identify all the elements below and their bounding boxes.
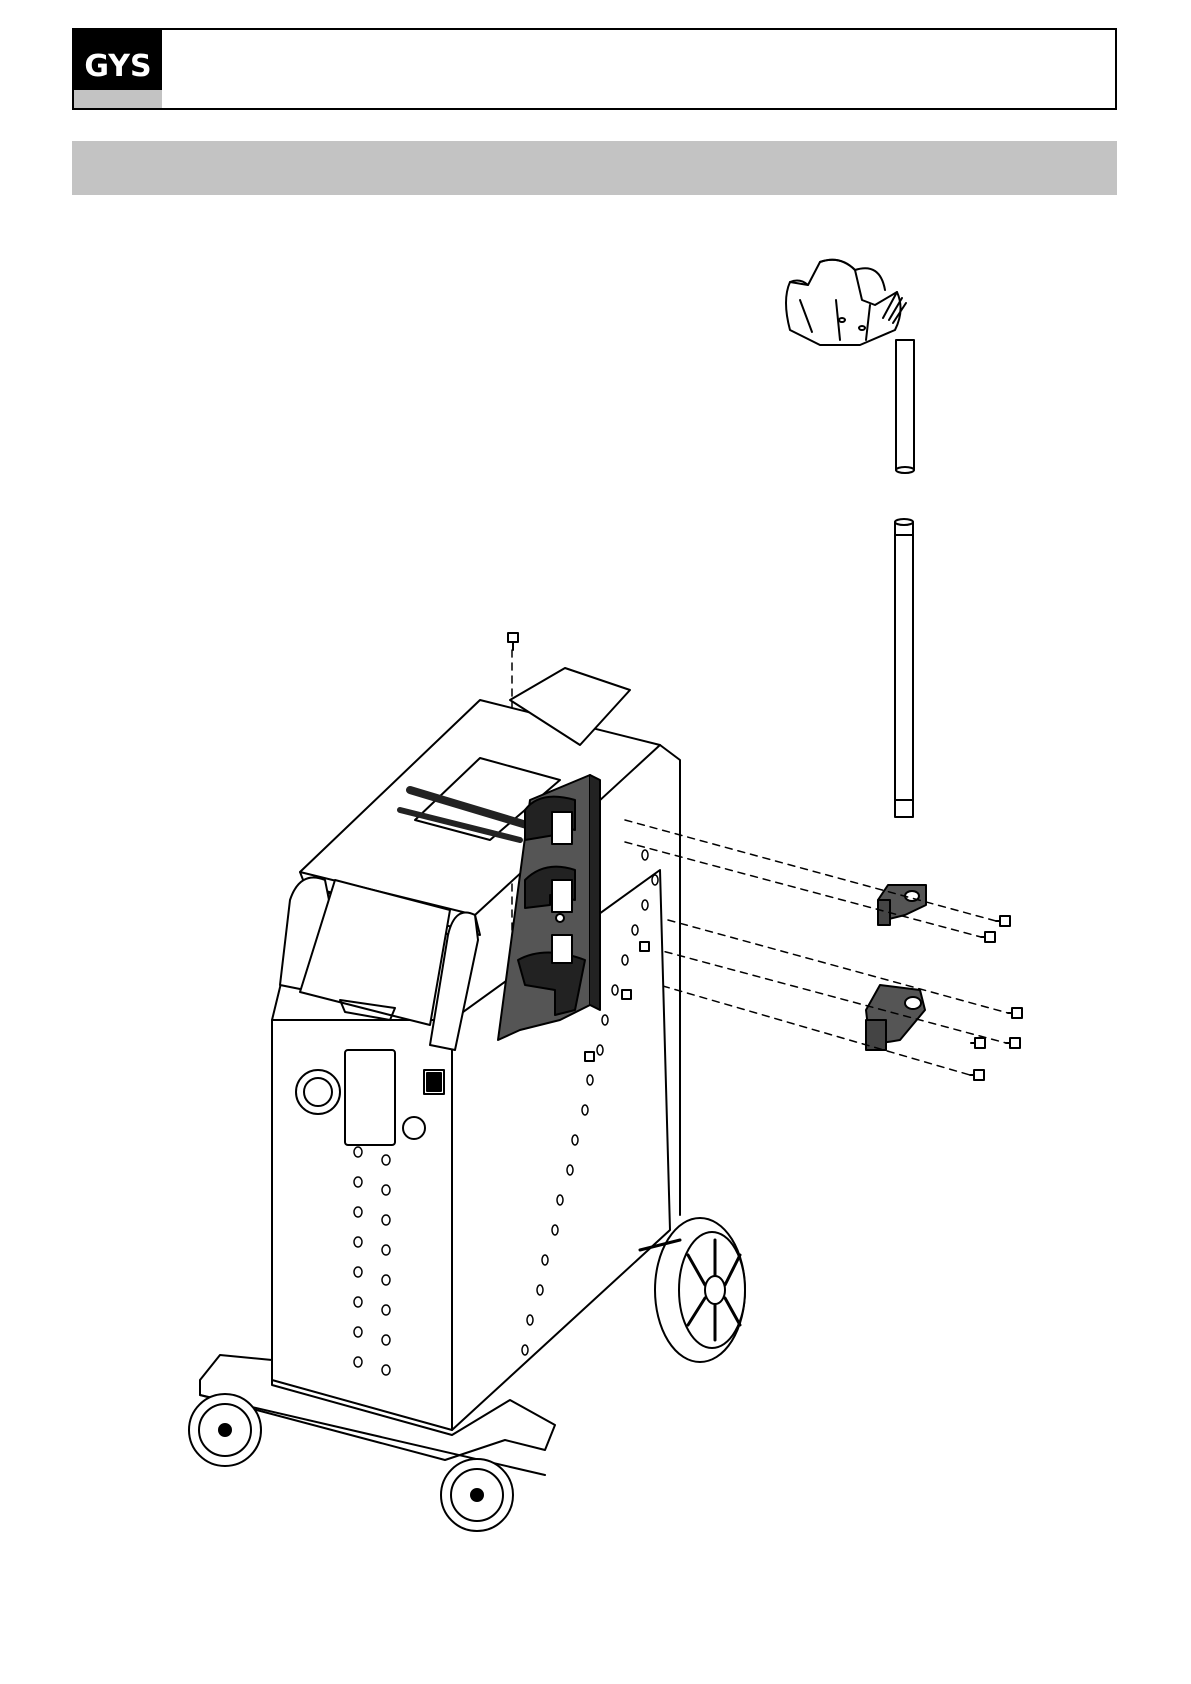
top-screw — [508, 633, 518, 650]
bracket-lower — [866, 985, 925, 1050]
support-pole — [895, 519, 913, 817]
spot-welder-cart — [189, 668, 745, 1531]
screws-right — [970, 916, 1022, 1080]
torch-holder — [786, 260, 906, 345]
pole-upper — [896, 340, 914, 473]
bracket-upper — [878, 885, 926, 925]
